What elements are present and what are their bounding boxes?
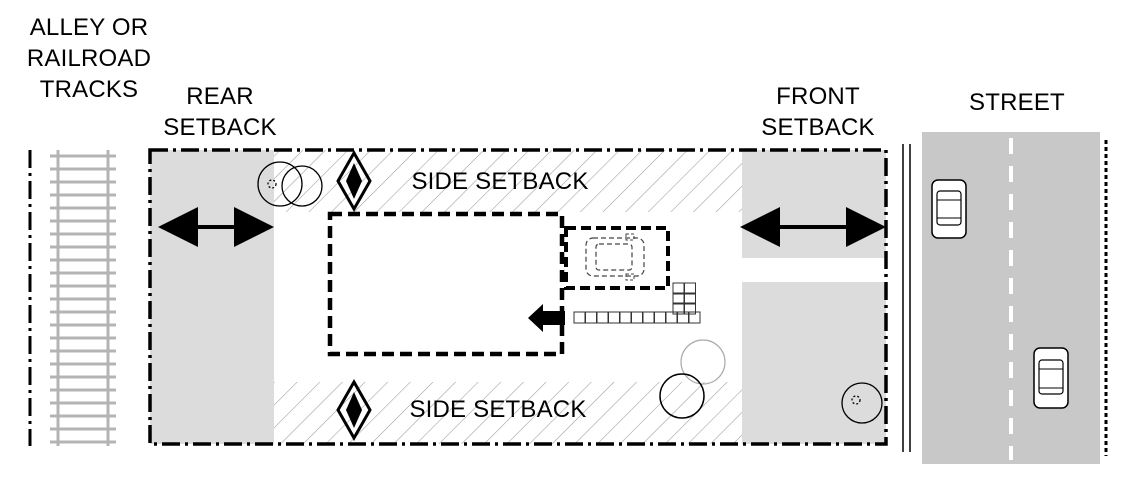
paver-tile [585, 311, 597, 324]
paver-tile [684, 282, 696, 295]
paver-tile [672, 292, 685, 305]
side-setback-diamond-icon [336, 149, 372, 213]
paver-tile [631, 311, 643, 324]
walkway-pavers [573, 282, 701, 324]
building-footprint [327, 211, 565, 357]
railroad-tracks-icon [50, 150, 116, 446]
front-setback-label-line: FRONT [776, 83, 860, 110]
car-icon [1033, 347, 1069, 409]
front-setback-area-lower [742, 282, 886, 444]
paver-tile [642, 311, 655, 324]
car-icon [585, 233, 645, 281]
lot-boundary [148, 148, 888, 446]
rear-setback-label-line: SETBACK [163, 114, 277, 141]
rear-setback-label-line: REAR [186, 83, 254, 110]
side-setback-bottom-label: SIDE SETBACK [409, 396, 587, 423]
paver-tile [573, 311, 586, 324]
garage-outline [564, 226, 670, 290]
paver-tile [654, 311, 666, 324]
paver-tile [688, 311, 701, 324]
rear-setback-label: REAR SETBACK [150, 81, 290, 143]
front-setback-label-line: SETBACK [761, 114, 875, 141]
front-setback-area-upper [742, 150, 886, 258]
street-label: STREET [969, 89, 1065, 116]
entrance-arrow-icon [528, 304, 565, 332]
rear-setback-area [150, 150, 274, 444]
tree-icon [841, 382, 883, 424]
paver-tile [596, 311, 609, 324]
side-setback-diamond-icon [336, 378, 372, 442]
paver-tile [619, 311, 632, 324]
tree-icon [659, 339, 726, 419]
alley-label-line: RAILROAD [26, 45, 152, 72]
alley-label-line: ALLEY OR [29, 14, 149, 41]
front-setback-label: FRONT SETBACK [748, 81, 888, 143]
paver-tile [684, 302, 696, 315]
alley-label: ALLEY OR RAILROAD TRACKS [14, 12, 164, 105]
side-setback-top-label: SIDE SETBACK [411, 168, 589, 195]
paver-tile [684, 292, 696, 305]
alley-label-line: TRACKS [39, 76, 139, 103]
paver-tile [608, 311, 620, 324]
car-icon [931, 179, 967, 239]
paver-tile [672, 282, 685, 295]
tree-icon [257, 161, 323, 207]
